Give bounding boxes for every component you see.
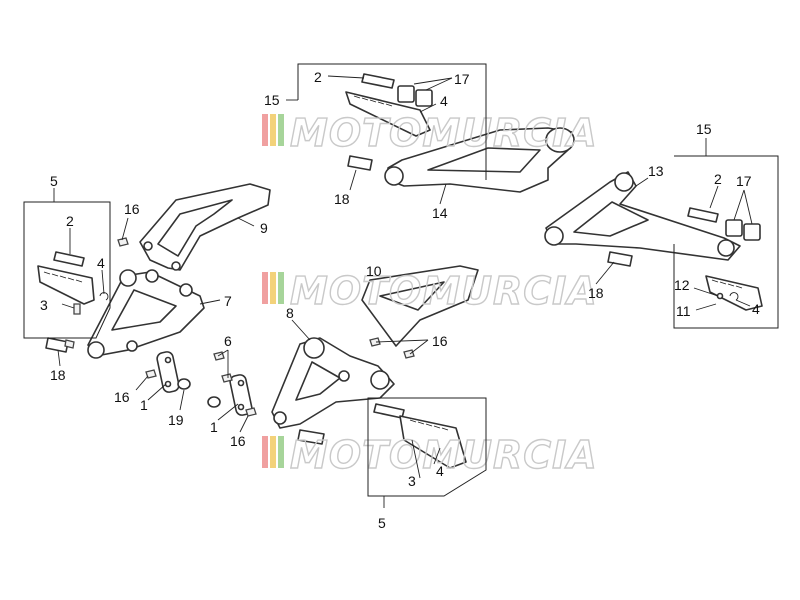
watermark-bottom: MOTOMURCIA <box>262 432 598 478</box>
left-footpeg-bracket-7 <box>87 269 205 359</box>
top-group-box <box>286 63 487 205</box>
callout-16: 16 <box>230 433 246 449</box>
watermark-text: MOTOMURCIA <box>290 111 598 155</box>
callouts-top: 15 2 17 4 18 14 <box>264 69 470 221</box>
watermark-stripe-green <box>278 272 284 304</box>
callout-1: 1 <box>210 419 218 435</box>
callout-17: 17 <box>454 71 470 87</box>
callout-8: 8 <box>286 305 294 321</box>
callouts-center: 10 8 16 3 5 4 <box>286 263 448 531</box>
watermark-stripe-red <box>262 436 268 468</box>
callout-4: 4 <box>752 301 760 317</box>
watermark-stripe-yellow <box>270 436 276 468</box>
callout-5: 5 <box>50 173 58 189</box>
callout-7: 7 <box>224 293 232 309</box>
top-bracket-14 <box>347 127 575 193</box>
watermark-stripe-red <box>262 272 268 304</box>
left-group-box <box>23 188 255 433</box>
callout-3: 3 <box>408 473 416 489</box>
watermark-middle: MOTOMURCIA <box>262 268 598 314</box>
callout-2: 2 <box>714 171 722 187</box>
callout-16: 16 <box>432 333 448 349</box>
callout-13: 13 <box>648 163 664 179</box>
left-small-hardware <box>45 237 257 417</box>
callout-14: 14 <box>432 205 448 221</box>
callout-10: 10 <box>366 263 382 279</box>
center-group-box <box>291 319 487 508</box>
watermark-top: MOTOMURCIA <box>262 110 598 156</box>
callout-15: 15 <box>696 121 712 137</box>
watermark-stripe-green <box>278 114 284 146</box>
callout-18: 18 <box>588 285 604 301</box>
callout-19: 19 <box>168 412 184 428</box>
center-footpeg-kit <box>297 403 467 469</box>
callouts-left: 5 2 4 3 16 9 7 18 6 16 1 19 1 16 <box>40 173 268 449</box>
callout-16: 16 <box>114 389 130 405</box>
callout-3: 3 <box>40 297 48 313</box>
center-bracket-8 <box>271 265 479 429</box>
callout-12: 12 <box>674 277 690 293</box>
callout-4: 4 <box>97 255 105 271</box>
right-bracket-13 <box>544 171 741 267</box>
heel-guard-plate-9 <box>139 183 271 271</box>
callout-6: 6 <box>224 333 232 349</box>
watermark-stripe-red <box>262 114 268 146</box>
callout-18: 18 <box>334 191 350 207</box>
callout-16: 16 <box>124 201 140 217</box>
watermark-text: MOTOMURCIA <box>290 269 598 313</box>
callout-9: 9 <box>260 220 268 236</box>
callout-18: 18 <box>50 367 66 383</box>
callout-1: 1 <box>140 397 148 413</box>
left-footpeg-kit <box>37 251 109 315</box>
watermark-stripe-yellow <box>270 272 276 304</box>
callout-4: 4 <box>436 463 444 479</box>
watermark-stripe-yellow <box>270 114 276 146</box>
callout-2: 2 <box>66 213 74 229</box>
right-group-box <box>595 138 779 329</box>
top-footpeg-kit <box>345 73 433 137</box>
callout-17: 17 <box>736 173 752 189</box>
callout-15: 15 <box>264 92 280 108</box>
watermark-text: MOTOMURCIA <box>290 433 598 477</box>
callout-5: 5 <box>378 515 386 531</box>
watermark-stripe-green <box>278 436 284 468</box>
callout-11: 11 <box>676 303 691 319</box>
callouts-right: 15 13 2 17 18 12 11 4 <box>588 121 760 319</box>
callout-4: 4 <box>440 93 448 109</box>
callout-2: 2 <box>314 69 322 85</box>
